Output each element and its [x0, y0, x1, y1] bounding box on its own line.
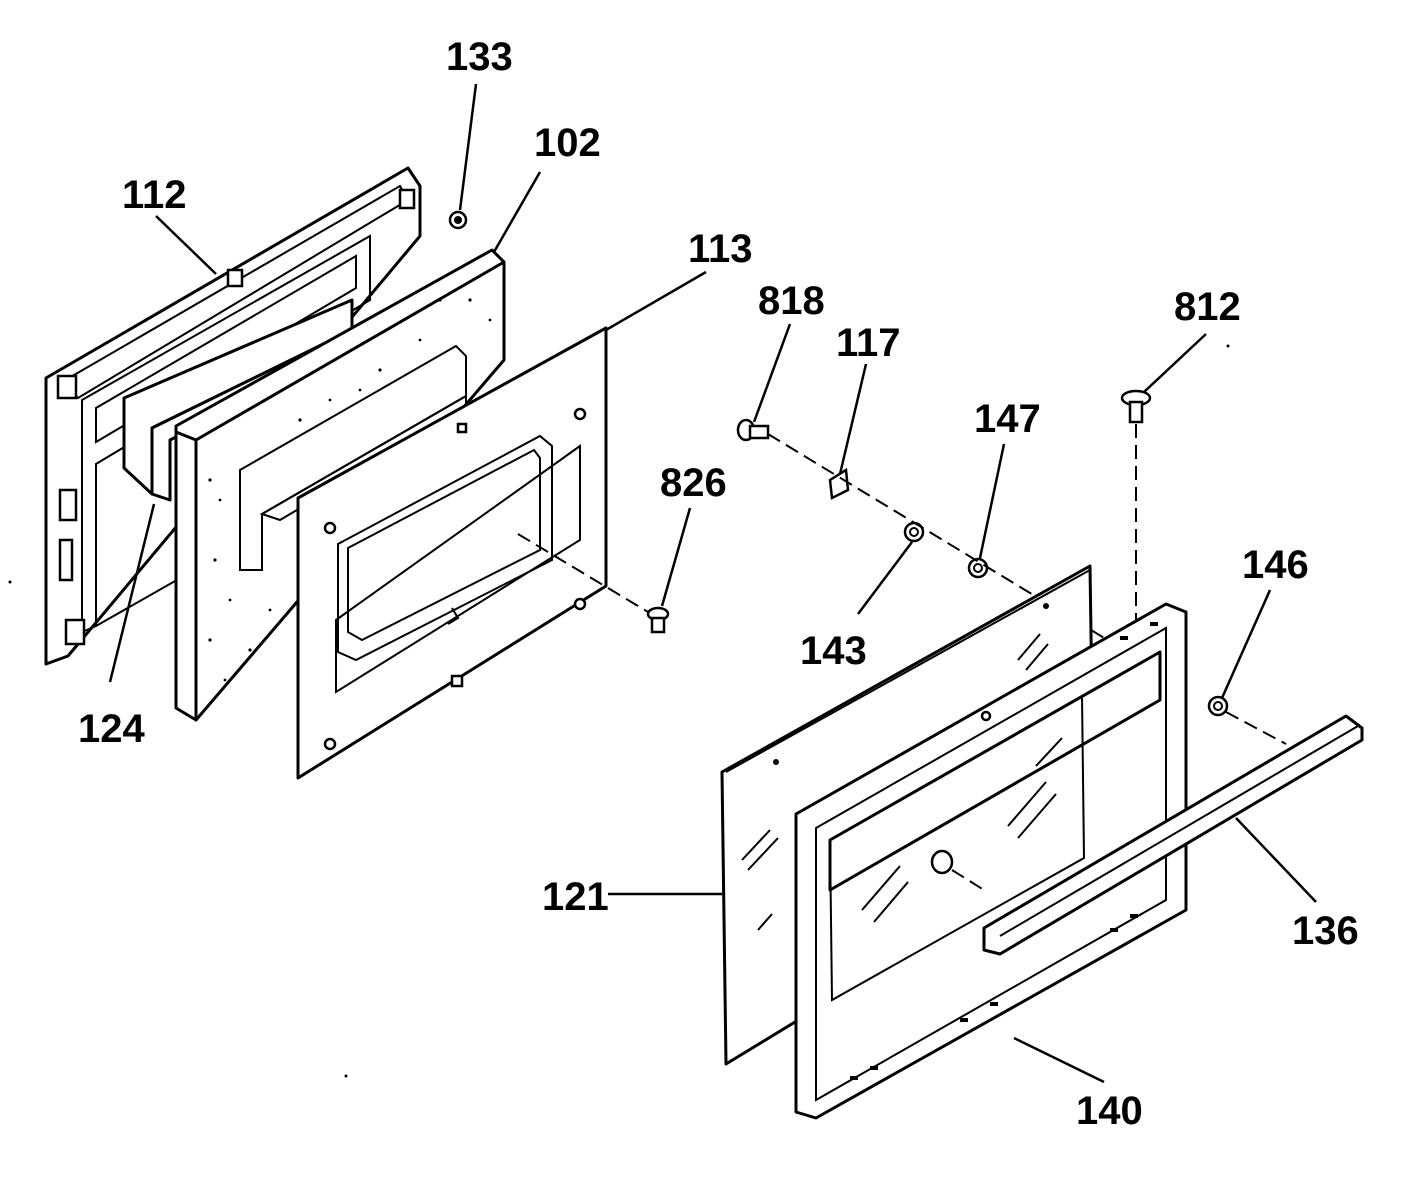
- label-147: 147: [974, 397, 1041, 441]
- label-143: 143: [800, 629, 867, 673]
- label-140: 140: [1076, 1089, 1143, 1133]
- screw-826: [646, 606, 670, 634]
- nut-133: [448, 210, 468, 230]
- label-812: 812: [1174, 285, 1241, 329]
- screw-812: [1120, 389, 1152, 424]
- label-102: 102: [534, 121, 601, 165]
- washer-146: [1207, 695, 1229, 717]
- label-121: 121: [542, 875, 609, 919]
- label-112: 112: [122, 173, 187, 217]
- handle-136: [930, 714, 1364, 956]
- label-146: 146: [1242, 543, 1309, 587]
- assembly-line-146: [1225, 711, 1287, 745]
- label-117: 117: [836, 321, 901, 365]
- label-136: 136: [1292, 909, 1359, 953]
- outer-frame-140: [794, 602, 1188, 1120]
- assembly-line-826: [517, 533, 649, 613]
- inner-panel-113: [296, 326, 608, 780]
- label-113: 113: [688, 227, 753, 271]
- leader-lines: [108, 83, 1317, 1084]
- screw-818: [736, 418, 770, 442]
- part-labels: 133 102 112 113 818 117 812 147 826 146 …: [78, 35, 1359, 1133]
- label-826: 826: [660, 461, 727, 505]
- label-124: 124: [78, 707, 145, 751]
- label-133: 133: [446, 35, 513, 79]
- label-818: 818: [758, 279, 825, 323]
- washer-147: [967, 557, 989, 579]
